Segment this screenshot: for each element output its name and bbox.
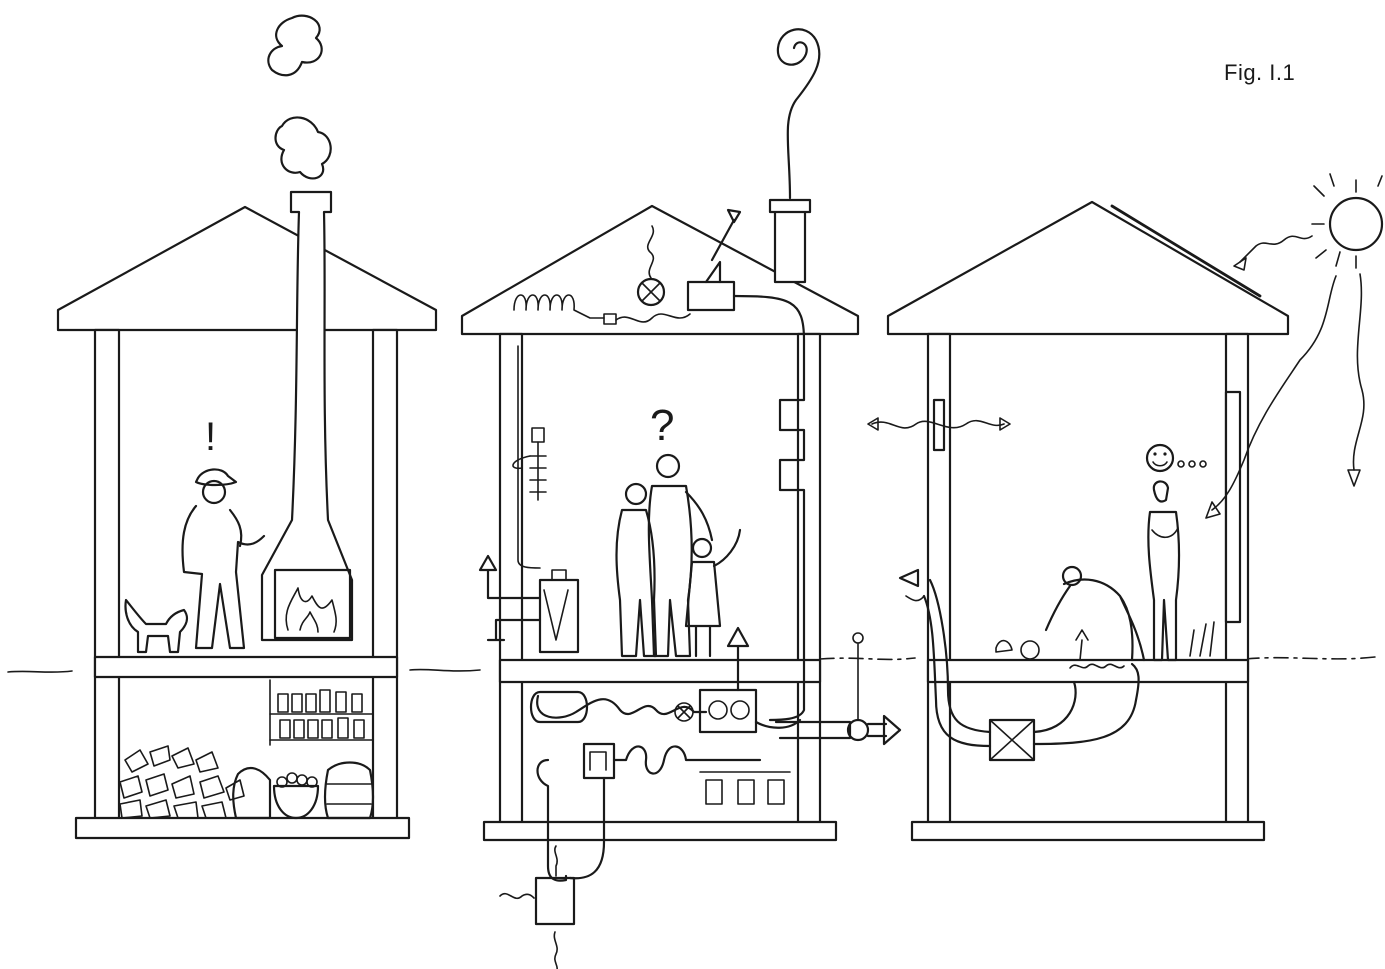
house2-heater-unit <box>540 580 578 652</box>
pantry-shelves <box>270 680 373 745</box>
smiley-icon <box>1147 445 1173 471</box>
house3-floor <box>928 660 1248 682</box>
house1-floor <box>95 657 397 677</box>
house3-left-wall <box>928 334 950 824</box>
house-mechanical: ? <box>462 29 900 969</box>
dog-icon <box>126 600 187 652</box>
gardening-figure <box>996 567 1214 660</box>
house1-base <box>76 818 409 838</box>
house3-base <box>912 822 1264 840</box>
standing-man-figure <box>1148 481 1179 660</box>
house2-chimney-cap <box>770 200 810 212</box>
sun-ray-wavy-3 <box>1353 274 1363 470</box>
question-mark: ? <box>650 401 674 450</box>
house1-right-wall <box>373 330 397 820</box>
house2-right-wall <box>798 334 820 824</box>
house3-window <box>1226 392 1240 622</box>
house-traditional: ! <box>58 16 436 838</box>
house3-roof <box>888 202 1288 334</box>
family-figures <box>617 455 741 656</box>
thermostat-icon <box>532 428 544 442</box>
basket-icon <box>274 786 318 818</box>
house2-chimney <box>775 202 805 282</box>
smoke-icon <box>268 16 321 76</box>
house-solar <box>868 174 1382 840</box>
sack-icon <box>233 768 270 818</box>
man-with-hat-figure <box>183 469 265 648</box>
ground-heat-exchanger <box>536 878 574 924</box>
house2-floor <box>500 660 820 682</box>
sun-ray-wavy-1 <box>1240 236 1312 262</box>
exclamation-mark: ! <box>205 415 216 459</box>
barrel-icon <box>325 763 373 819</box>
house1-roof <box>58 207 436 330</box>
spiral-smoke-icon <box>778 29 819 198</box>
firewood-pile-icon <box>120 746 244 818</box>
house1-left-wall <box>95 330 119 820</box>
sun-icon <box>1312 174 1382 268</box>
house2-base <box>484 822 836 840</box>
house2-supply-pipe <box>734 296 804 720</box>
